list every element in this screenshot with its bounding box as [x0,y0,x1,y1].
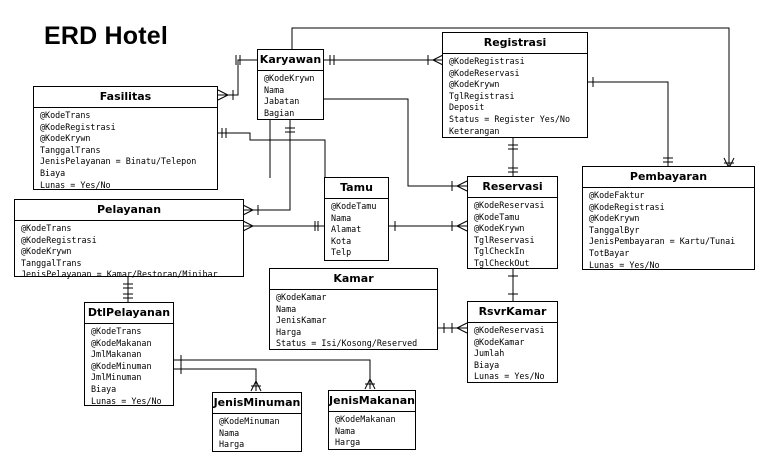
entity-name: RsvrKamar [468,302,557,323]
attribute: @KodeRegistrasi [21,234,97,245]
attribute: JmlMinuman [91,372,142,383]
attribute: @KodeMakanan [335,414,396,424]
entity-rsvrkamar: RsvrKamar @KodeReservasi @KodeKamar Juml… [467,301,558,383]
entity-pembayaran: Pembayaran @KodeFaktur @KodeRegistrasi @… [582,166,755,270]
attribute: @KodeFaktur [589,190,645,200]
entity-name: Tamu [325,178,388,199]
attribute: @KodeKrywn [474,223,525,234]
entity-registrasi: Registrasi @KodeRegistrasi @KodeReservas… [442,32,588,138]
entity-name: Kamar [270,269,437,290]
diagram-title: ERD Hotel [44,22,169,50]
entity-dtlpelayanan: DtlPelayanan @KodeTrans @KodeMakanan Jml… [84,302,174,406]
attribute: TanggalTrans [21,257,82,268]
rel-karyawan-reservasi [323,98,467,187]
entity-name: DtlPelayanan [85,303,173,324]
attribute: @KodeTrans [91,326,142,336]
attribute: @KodeKrywn [21,246,72,257]
attribute: @KodeKrywn [40,133,91,144]
attribute: Lunas = Yes/No [91,395,162,406]
attribute: @KodeTamu [331,201,377,211]
attribute: JenisPembayaran = Kartu/Tunai [589,236,736,247]
attribute: TglCheckOut [474,257,530,268]
entity-tamu: Tamu @KodeTamu Nama Alamat Kota Telp [324,177,389,261]
entity-reservasi: Reservasi @KodeReservasi @KodeTamu @Kode… [467,176,558,269]
attribute: Lunas = Yes/No [474,371,545,382]
attribute: Status = Register Yes/No [449,113,571,124]
attribute: Biaya [40,167,66,178]
attribute: @KodeMinuman [219,416,280,426]
attribute: Harga [219,439,245,450]
attribute: Nama [264,84,285,95]
attribute: @KodeTamu [474,211,520,222]
attribute: Jabatan [264,96,300,107]
entity-jenismakanan: JenisMakanan @KodeMakanan Nama Harga [328,390,416,450]
rel-dtlpelayanan-jenisminuman [173,368,257,391]
attribute: TotBayar [589,247,630,258]
attribute: JenisPelayanan = Binatu/Telepon [40,156,197,167]
attribute: Lunas = Yes/No [40,179,111,190]
attribute: Nama [331,212,352,223]
attribute: Bagian [264,107,295,118]
attribute: @KodeRegistrasi [589,201,665,212]
attribute: Harga [276,326,302,337]
attribute: Harga [335,437,361,448]
rel-fasilitas-tamu [218,132,326,200]
attribute: @KodeKrywn [264,73,315,83]
attribute: @KodeKamar [276,292,327,302]
attribute: @KodeTrans [21,223,72,233]
attribute: TglCheckIn [474,246,525,257]
attribute: Biaya [91,383,117,394]
attribute: @KodeRegistrasi [449,56,525,66]
attribute: @KodeReservasi [474,325,545,335]
attribute: TanggalByr [589,224,640,235]
entity-name: Pembayaran [583,167,754,188]
attribute: @KodeKamar [474,336,525,347]
entity-name: Fasilitas [34,87,217,108]
entity-name: JenisMinuman [213,393,301,414]
entity-jenisminuman: JenisMinuman @KodeMinuman Nama Harga [212,392,302,452]
attribute: TglRegistrasi [449,90,515,101]
attribute: Lunas = Yes/No [589,259,660,270]
entity-fasilitas: Fasilitas @KodeTrans @KodeRegistrasi @Ko… [33,86,218,190]
attribute: Telp [331,247,352,258]
attribute: @KodeReservasi [474,200,545,210]
attribute: JmlMakanan [91,349,142,360]
attribute: Nama [276,303,297,314]
attribute: Keterangan [449,125,500,136]
attribute: Deposit [449,102,485,113]
entity-karyawan: Karyawan @KodeKrywn Nama Jabatan Bagian [257,49,324,120]
entity-name: Registrasi [443,33,587,54]
attribute: @KodeRegistrasi [40,121,116,132]
attribute: TanggalTrans [40,144,101,155]
attribute: Nama [335,425,356,436]
entity-kamar: Kamar @KodeKamar Nama JenisKamar Harga S… [269,268,438,350]
rel-registrasi-pembayaran [587,81,669,166]
attribute: Status = Isi/Kosong/Reserved [276,338,418,349]
attribute: @KodeReservasi [449,67,520,78]
attribute: @KodeMinuman [91,360,152,371]
entity-name: Reservasi [468,177,557,198]
entity-name: JenisMakanan [329,391,415,412]
attribute: @KodeKrywn [589,213,640,224]
attribute: @KodeTrans [40,110,91,120]
rel-karyawan-pelayanan [243,120,291,211]
rel-karyawan-pembayaran [291,27,730,168]
entity-pelayanan: Pelayanan @KodeTrans @KodeRegistrasi @Ko… [14,199,244,279]
attribute: Biaya [474,359,500,370]
rel-dtlpelayanan-jenismakanan [173,359,371,389]
entity-name: Pelayanan [15,200,243,221]
entity-name: Karyawan [258,50,323,71]
attribute: JenisKamar [276,315,327,326]
attribute: Alamat [331,224,362,235]
attribute: Nama [219,427,240,438]
attribute: @KodeKrywn [449,79,500,90]
attribute: @KodeMakanan [91,337,152,348]
attribute: TglReservasi [474,234,535,245]
attribute: JenisPelayanan = Kamar/Restoran/Minibar [21,269,218,280]
attribute: Kota [331,235,352,246]
rel-karyawan-fasilitas [218,59,257,96]
attribute: Jumlah [474,348,505,359]
